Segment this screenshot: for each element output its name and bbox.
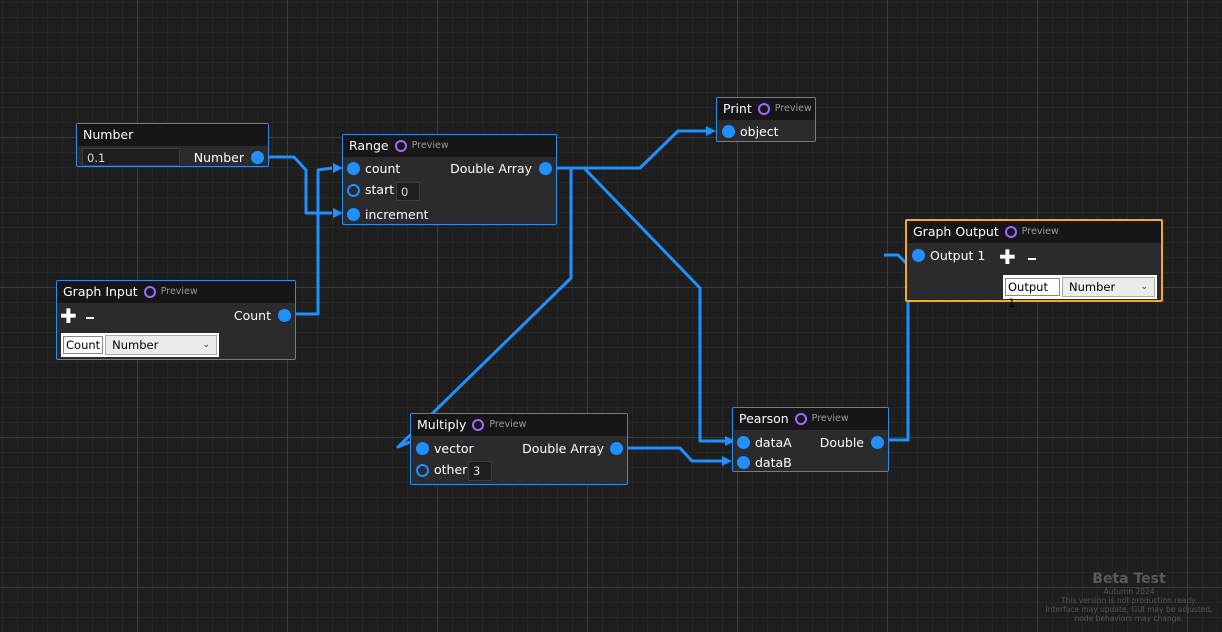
preview-label: Preview (411, 140, 449, 151)
chevron-down-icon: ⌄ (202, 340, 210, 350)
node-header[interactable]: Print Preview (717, 98, 815, 120)
output-port[interactable] (871, 436, 884, 449)
output-label: Number (193, 150, 244, 165)
wire-multiply-to-pearson-dataB[interactable] (628, 446, 722, 463)
count-label: count (365, 161, 401, 176)
node-title: Pearson (739, 411, 789, 426)
other-input-port[interactable] (416, 464, 429, 477)
range-node[interactable]: Range Preview count start 0 increment Do… (342, 134, 557, 225)
plus-icon[interactable]: ✚ (999, 245, 1016, 269)
increment-input-port[interactable] (347, 208, 360, 221)
object-input-port[interactable] (722, 125, 735, 138)
graph-output-node[interactable]: Graph Output Preview Output 1 ✚ Output 1… (905, 219, 1163, 310)
parameter-editor: Count Number ⌄ (61, 333, 219, 357)
node-header[interactable]: Graph Input Preview (57, 281, 295, 303)
other-value-input[interactable]: 3 (468, 461, 492, 481)
minus-icon[interactable] (1028, 258, 1036, 260)
wire-count-to-range-count[interactable] (295, 166, 333, 316)
pearson-node[interactable]: Pearson Preview dataA dataB Double (732, 407, 889, 472)
wire-number-to-increment[interactable] (268, 155, 332, 215)
start-label: start (365, 182, 395, 197)
preview-toggle-icon[interactable] (143, 286, 156, 298)
node-title: Print (723, 101, 752, 116)
increment-label: increment (365, 207, 429, 222)
number-value-input[interactable]: 0.1 (82, 148, 180, 166)
node-title: Graph Input (63, 284, 138, 299)
dataB-input-port[interactable] (737, 456, 750, 469)
beta-watermark: Beta Test Autumn 2024 This version is no… (1039, 571, 1219, 623)
watermark-line-3: node behaviors may change. (1074, 614, 1184, 623)
dataB-label: dataB (755, 455, 792, 470)
watermark-season: Autumn 2024 (1103, 587, 1155, 596)
preview-toggle-icon[interactable] (757, 103, 770, 115)
minus-icon[interactable] (86, 317, 94, 319)
arrow-pearson-dataB (722, 456, 732, 466)
node-header[interactable]: Graph Output Preview (907, 221, 1161, 243)
plus-icon[interactable]: ✚ (60, 304, 77, 328)
multiply-node[interactable]: Multiply Preview vector other 3 Double A… (410, 413, 628, 485)
node-title: Number (83, 127, 134, 142)
node-header[interactable]: Range Preview (343, 135, 556, 157)
node-header[interactable]: Multiply Preview (411, 414, 627, 436)
number-node[interactable]: Number 0.1 Number (76, 123, 269, 167)
output-label: Double (819, 435, 864, 450)
node-title: Graph Output (913, 224, 999, 239)
chevron-down-icon: ⌄ (1140, 282, 1148, 292)
node-header[interactable]: Pearson Preview (733, 408, 888, 430)
parameter-name-input[interactable]: Output 1 (1005, 278, 1061, 310)
preview-label: Preview (160, 286, 198, 297)
preview-toggle-icon[interactable] (394, 140, 407, 152)
arrow-print-object (706, 126, 716, 136)
parameter-editor: Output 1 Number ⌄ (1003, 275, 1157, 310)
watermark-line-2: Interface may update, GUI may be adjuste… (1045, 605, 1213, 614)
node-title: Range (349, 138, 389, 153)
vector-label: vector (434, 441, 474, 456)
output-port[interactable] (610, 442, 623, 455)
preview-toggle-icon[interactable] (1004, 226, 1017, 238)
output-port[interactable] (278, 309, 291, 322)
dataA-label: dataA (755, 435, 792, 450)
preview-toggle-icon[interactable] (794, 413, 807, 425)
preview-toggle-icon[interactable] (472, 419, 485, 431)
output-port[interactable] (251, 151, 264, 164)
preview-label: Preview (489, 419, 527, 430)
print-node[interactable]: Print Preview object (716, 97, 816, 142)
wire-pearson-to-graph-output[interactable] (888, 302, 910, 442)
node-title: Multiply (417, 417, 467, 432)
watermark-title: Beta Test (1092, 571, 1166, 587)
preview-label: Preview (774, 103, 812, 114)
parameter-name-input[interactable]: Count (63, 336, 104, 354)
output-port[interactable] (539, 162, 552, 175)
output-1-input-port[interactable] (912, 249, 925, 262)
parameter-type-value: Number (1069, 280, 1116, 294)
preview-label: Preview (1021, 226, 1059, 237)
output-label: Double Array (522, 441, 604, 456)
node-header[interactable]: Number (77, 124, 268, 146)
parameter-type-select[interactable]: Number ⌄ (1062, 277, 1155, 297)
output-label: Double Array (450, 161, 532, 176)
graph-input-node[interactable]: Graph Input Preview ✚ Count Count Number… (56, 280, 296, 360)
start-value-input[interactable]: 0 (396, 182, 420, 201)
start-input-port[interactable] (347, 184, 360, 197)
other-label: other (434, 462, 468, 477)
object-label: object (740, 124, 779, 139)
wire-range-to-print[interactable] (556, 129, 706, 170)
vector-input-port[interactable] (416, 442, 429, 455)
watermark-line-1: This version is not production ready. (1061, 596, 1197, 605)
dataA-input-port[interactable] (737, 436, 750, 449)
wire-stub-graph-output-in[interactable] (884, 253, 908, 265)
parameter-type-value: Number (112, 338, 159, 352)
wire-range-to-pearson-dataA[interactable] (556, 166, 726, 443)
parameter-type-select[interactable]: Number ⌄ (105, 335, 217, 355)
count-input-port[interactable] (347, 162, 360, 175)
output-label: Count (233, 308, 271, 323)
preview-label: Preview (811, 413, 849, 424)
output-1-label: Output 1 (930, 248, 986, 263)
